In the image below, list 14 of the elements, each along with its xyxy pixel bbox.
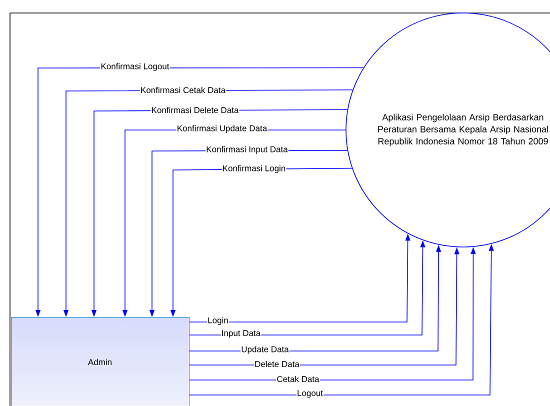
edge-label: Delete Data — [254, 360, 300, 368]
entity-box: Admin — [11, 317, 190, 406]
edge-label: Konfirmasi Update Data — [176, 124, 268, 134]
edge-label: Login — [207, 316, 229, 326]
edge-label: Konfirmasi Cetak Data — [140, 86, 226, 94]
edge-label: Input Data — [220, 330, 262, 338]
edge-label: Logout — [296, 390, 324, 398]
edge-label: Cetak Data — [276, 375, 320, 383]
edge-label: Konfirmasi Delete Data — [150, 106, 240, 114]
edge-label: Konfirmasi Logout — [100, 62, 170, 72]
edge-label: Konfirmasi Login — [222, 164, 286, 174]
edge-label: Konfirmasi Input Data — [206, 145, 288, 155]
edge-label: Update Data — [240, 345, 290, 355]
node-label: Aplikasi Pengelolaan Arsip Berdasarkan Peraturan Bersama Kepala Arsip Nasional Republik Indonesia Nomor 18 Tahun 2009 — [378, 114, 548, 146]
